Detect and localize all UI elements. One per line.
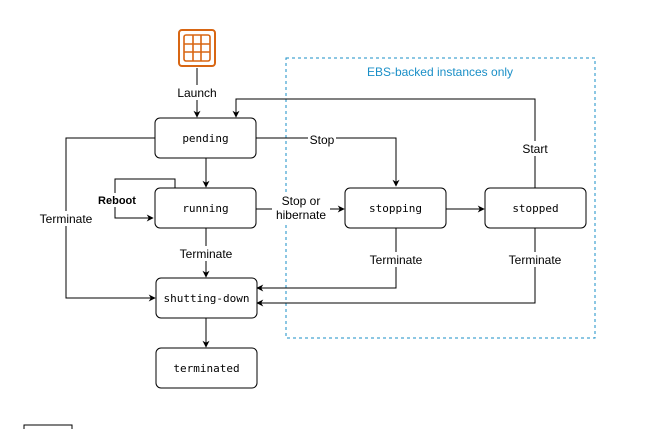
state-stopped: stopped: [484, 187, 587, 229]
state-stopped-label: stopped: [512, 202, 558, 215]
label-stop-or-hibernate-1: Stop or: [282, 194, 321, 208]
edge-reboot: [114, 178, 176, 222]
edge-start: [232, 98, 536, 188]
ec2-instance-icon: [178, 29, 216, 67]
state-terminated-label: terminated: [173, 362, 239, 375]
edge-terminate-stopping: [256, 228, 397, 292]
state-shutting-down-label: shutting-down: [163, 292, 249, 305]
state-pending: pending: [154, 117, 257, 159]
state-running-label: running: [182, 202, 228, 215]
state-stopping-label: stopping: [369, 202, 422, 215]
label-terminate-left: Terminate: [40, 212, 93, 226]
label-launch: Launch: [177, 86, 216, 100]
label-reboot: Reboot: [98, 195, 136, 207]
state-stopping: stopping: [344, 187, 447, 229]
state-shutting-down: shutting-down: [155, 277, 258, 319]
edge-stop: [256, 137, 400, 187]
label-terminate-stopping: Terminate: [370, 253, 423, 267]
state-running: running: [154, 187, 257, 229]
label-terminate-stopped: Terminate: [509, 253, 562, 267]
offscreen-box-fragment: [23, 424, 73, 429]
state-terminated: terminated: [155, 347, 258, 389]
label-stop-or-hibernate-2: hibernate: [276, 208, 326, 222]
label-stop: Stop: [310, 133, 335, 147]
state-pending-label: pending: [182, 132, 228, 145]
label-start: Start: [522, 142, 548, 156]
label-terminate-running: Terminate: [180, 247, 233, 261]
ebs-backed-region-label: EBS-backed instances only: [367, 65, 513, 79]
